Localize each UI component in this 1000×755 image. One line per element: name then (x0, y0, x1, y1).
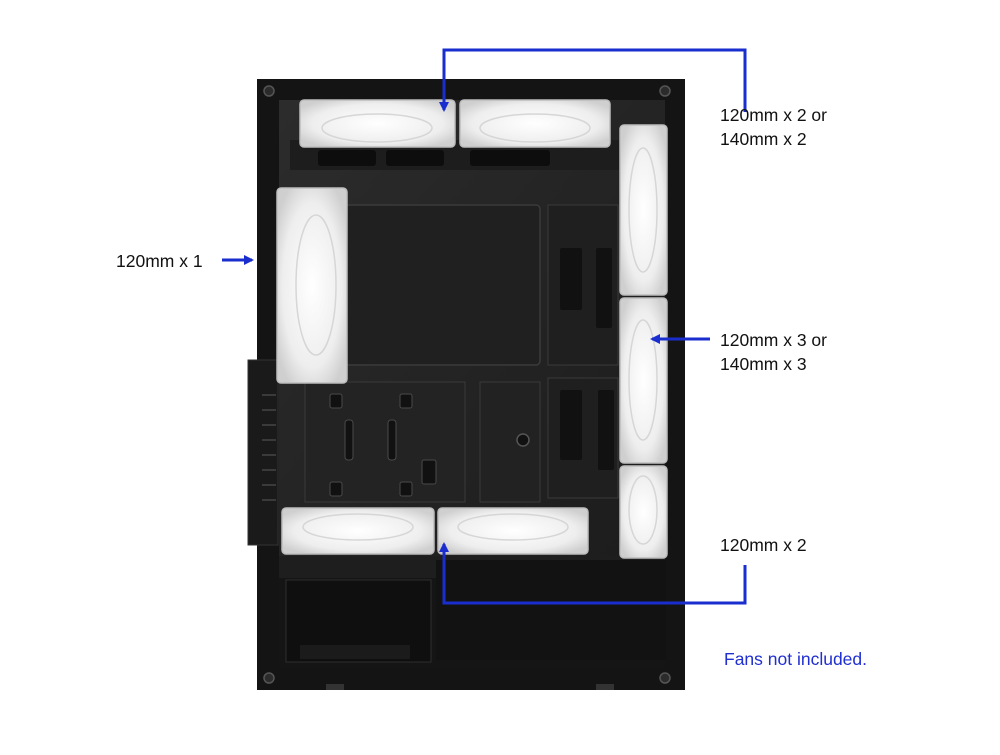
front-fans (619, 124, 668, 559)
label-front-line-2: 140mm x 3 (720, 354, 807, 374)
psu-cover (436, 560, 666, 660)
label-front-line-1: 120mm x 3 or (720, 330, 827, 350)
pc-case (247, 79, 685, 690)
callout-top (439, 48, 747, 112)
fans-not-included-note: Fans not included. (724, 649, 868, 669)
bottom-fan-1 (281, 507, 435, 555)
label-front-fans: 120mm x 3 or 140mm x 3 (720, 328, 827, 376)
rear-fan (276, 187, 348, 384)
label-bottom-fans: 120mm x 2 (720, 535, 807, 555)
motherboard-tray (344, 204, 541, 366)
rear-io-strip (247, 359, 279, 546)
bottom-fan-2 (437, 507, 589, 555)
label-top-line-2: 140mm x 2 (720, 129, 807, 149)
lower-tray (304, 381, 466, 503)
label-rear-fan: 120mm x 1 (116, 251, 203, 271)
top-fan-2 (459, 99, 611, 148)
top-fan-1 (299, 99, 456, 148)
label-top-fans: 120mm x 2 or 140mm x 2 (720, 103, 827, 151)
label-top-line-1: 120mm x 2 or (720, 105, 827, 125)
callout-bottom (439, 542, 747, 605)
